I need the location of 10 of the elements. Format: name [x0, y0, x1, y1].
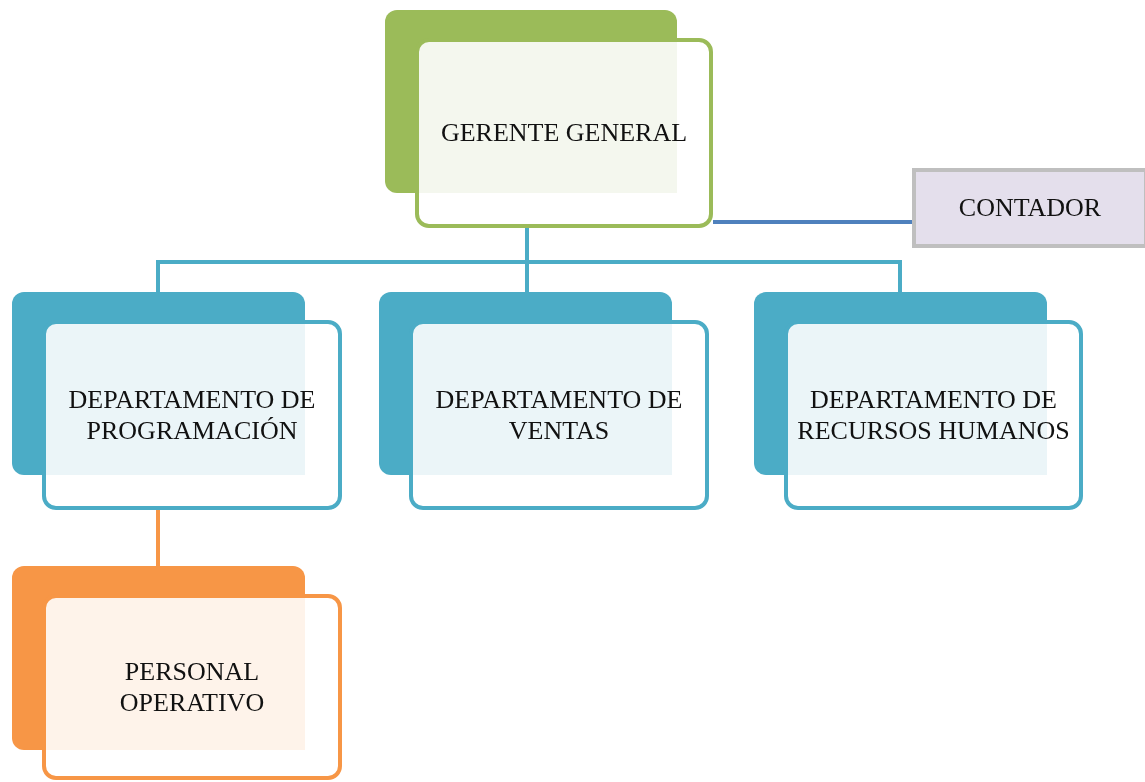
- connector-line: [525, 228, 902, 292]
- box-label: GERENTE GENERAL: [439, 117, 689, 149]
- connector-line: [713, 220, 912, 224]
- connector-line: [156, 510, 160, 566]
- box-label: DEPARTAMENTO DE VENTAS: [434, 383, 684, 447]
- org-chart-box: [912, 168, 1145, 248]
- box-label: DEPARTAMENTO DE PROGRAMACIÓN: [67, 383, 317, 447]
- box-label: PERSONAL OPERATIVO: [118, 655, 266, 719]
- box-label: DEPARTAMENTO DE RECURSOS HUMANOS: [796, 383, 1071, 447]
- box-label: CONTADOR: [957, 192, 1103, 224]
